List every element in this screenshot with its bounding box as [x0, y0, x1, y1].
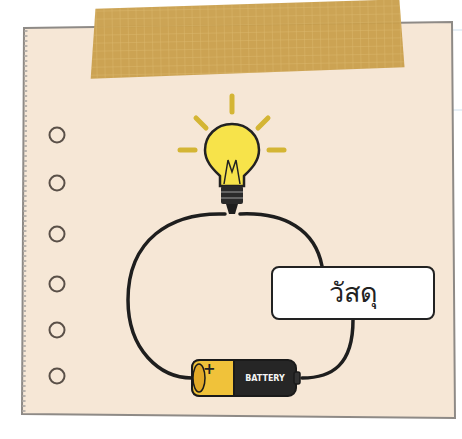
tape — [89, 0, 404, 79]
material-box: วัสดุ — [271, 266, 435, 320]
terminal-sign: + — [203, 362, 216, 377]
battery-label: BATTERY — [245, 374, 285, 383]
binder-holes — [50, 128, 65, 384]
wire — [302, 320, 353, 378]
note-card — [22, 22, 455, 418]
light-bulb — [180, 96, 284, 214]
node-label: วัสดุ — [329, 278, 378, 308]
